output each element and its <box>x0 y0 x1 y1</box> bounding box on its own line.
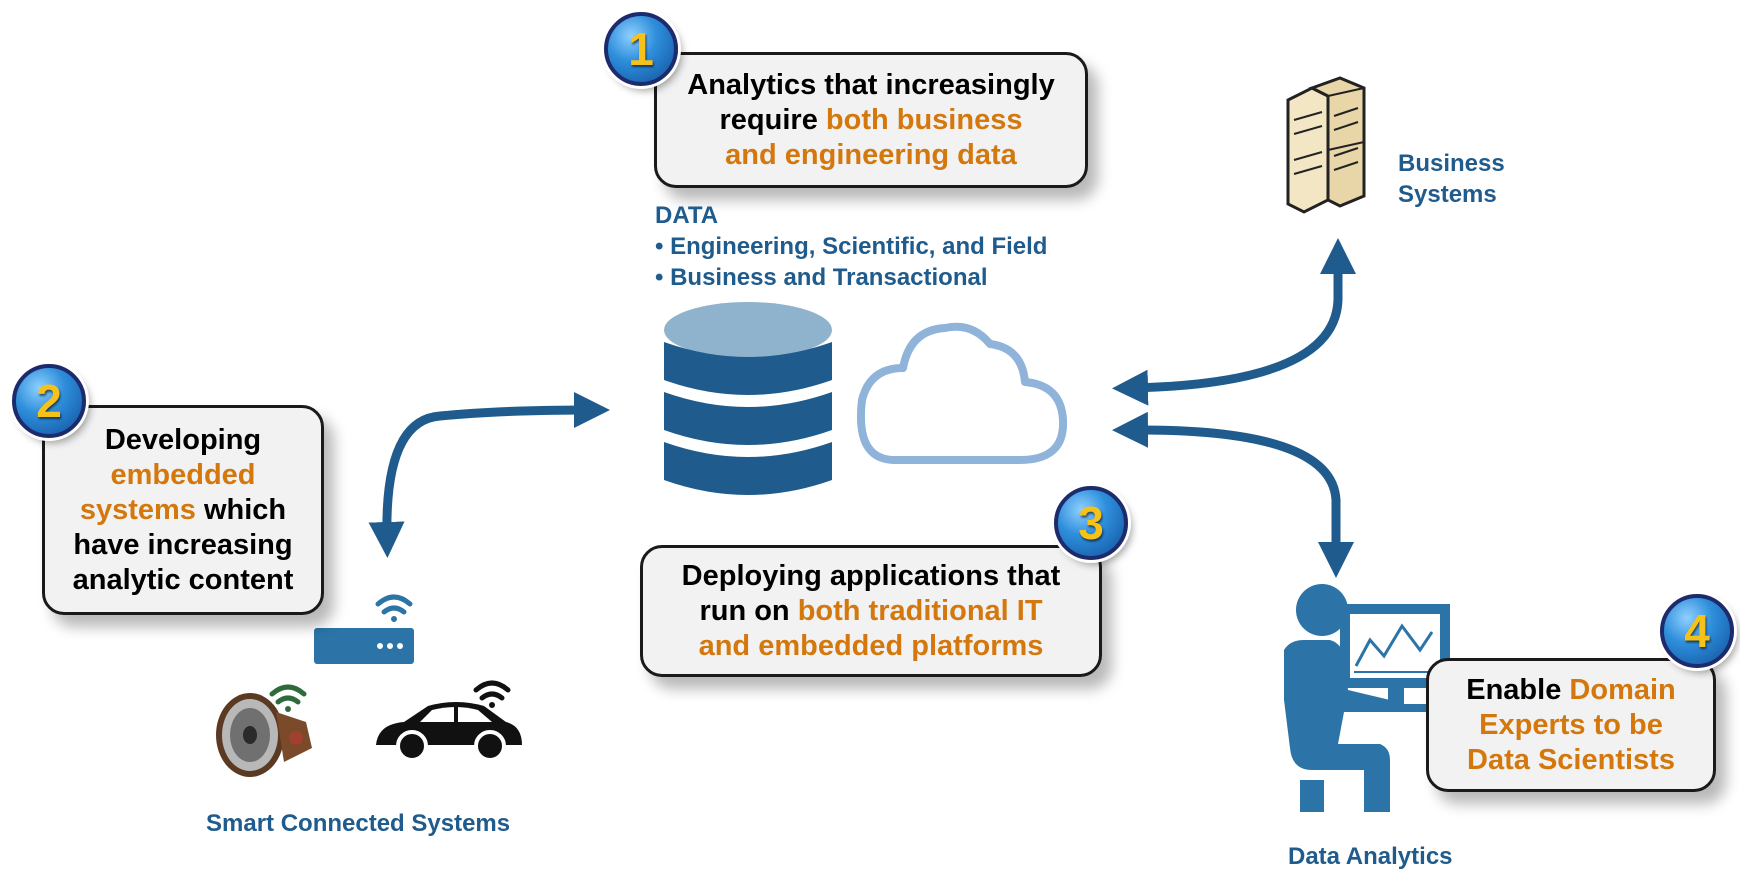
callout-highlight: Domain <box>1569 673 1676 706</box>
server-icon <box>1286 76 1366 214</box>
callout-highlight: both business <box>825 103 1023 136</box>
smart-connected-systems-label: Smart Connected Systems <box>206 810 511 837</box>
arrow-data-analytics <box>1112 411 1354 578</box>
callout-deploying-applications: Deploying applications that run on both … <box>640 545 1102 677</box>
callout-highlight: Experts to be <box>1479 708 1663 741</box>
callout-highlight: Data Scientists <box>1467 743 1675 776</box>
step-badge-1: 1 <box>604 12 678 86</box>
callout-line: Developing <box>104 423 262 456</box>
data-item: • Engineering, Scientific, and Field <box>655 233 1048 260</box>
callout-text-plain: require <box>719 103 826 136</box>
step-badge-3: 3 <box>1054 486 1128 560</box>
callout-line: have increasing <box>73 528 293 561</box>
jet-engine-icon <box>216 693 312 777</box>
callout-text-plain: run on <box>699 594 798 627</box>
callout-highlight: and engineering data <box>725 138 1017 171</box>
callout-text: Deploying applications that run on both … <box>682 559 1061 664</box>
label-line: Business <box>1398 150 1505 177</box>
arrow-data-business-systems <box>1112 238 1356 406</box>
callout-line: require both business <box>687 103 1054 138</box>
callout-embedded-systems: Developing embedded systems which have i… <box>42 405 324 615</box>
callout-line: systems which <box>73 493 294 528</box>
wifi-icon <box>473 680 511 708</box>
callout-line: run on both traditional IT <box>682 594 1061 629</box>
wifi-icon <box>375 594 413 622</box>
database-icon <box>664 302 832 495</box>
callout-domain-experts: Enable Domain Experts to be Data Scienti… <box>1426 658 1716 792</box>
callout-line: Analytics that increasingly <box>687 68 1055 101</box>
callout-line: Deploying applications that <box>681 559 1061 592</box>
callout-text: Developing embedded systems which have i… <box>73 423 294 598</box>
data-analytics-label: Data Analytics <box>1288 843 1453 870</box>
connector-arrows <box>368 238 1356 578</box>
arrow-smart-systems-data <box>368 392 610 558</box>
chart-monitor-icon <box>1340 604 1450 712</box>
step-badge-2: 2 <box>12 364 86 438</box>
callout-line: analytic content <box>72 563 294 596</box>
wifi-icon <box>269 684 307 712</box>
callout-highlight: systems <box>79 493 196 526</box>
callout-highlight: both traditional IT <box>797 594 1043 627</box>
callout-highlight: and embedded platforms <box>698 629 1044 662</box>
cloud-icon <box>857 322 1068 464</box>
router-icon <box>314 628 414 664</box>
label-line: Systems <box>1398 181 1497 208</box>
data-title: DATA <box>655 202 719 229</box>
data-block: DATA • Engineering, Scientific, and Fiel… <box>655 200 1047 293</box>
analyst-at-computer-icon <box>1284 584 1393 812</box>
business-systems-label: Business Systems <box>1398 148 1505 210</box>
callout-text-plain: Enable <box>1466 673 1570 706</box>
callout-business-engineering-data: Analytics that increasingly require both… <box>654 52 1088 188</box>
data-item: • Business and Transactional <box>655 264 988 291</box>
callout-highlight: embedded <box>110 458 256 491</box>
callout-text: Analytics that increasingly require both… <box>687 68 1054 173</box>
callout-line: Enable Domain <box>1466 673 1676 708</box>
callout-text: Enable Domain Experts to be Data Scienti… <box>1466 673 1676 778</box>
car-icon <box>376 702 522 762</box>
step-badge-4: 4 <box>1660 594 1734 668</box>
callout-text-plain: which <box>195 493 287 526</box>
